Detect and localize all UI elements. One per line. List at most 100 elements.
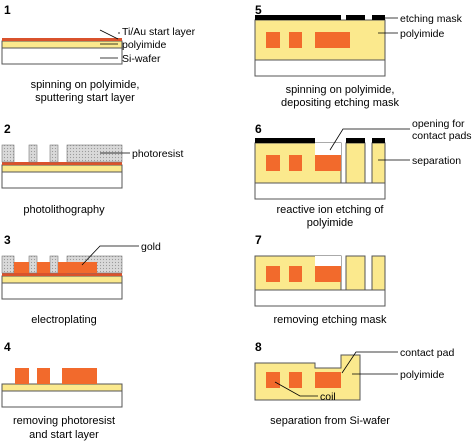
si-wafer-layer: [254, 182, 386, 200]
polyimide-layer: [1, 383, 123, 392]
step-5-caption-line-1: spinning on polyimide,: [286, 84, 395, 96]
polyimide-separation-block: [371, 142, 386, 184]
gold-deposit: [37, 262, 50, 273]
polyimide-separation-block: [371, 255, 386, 291]
polyimide-layer: [254, 354, 361, 401]
step-6-caption-line-2: polyimide: [307, 217, 353, 229]
step-1-caption-line-1: spinning on polyimide,: [31, 79, 140, 91]
step-7-number: 7: [255, 233, 262, 247]
si-wafer-layer: [1, 171, 123, 189]
si-wafer-layer: [1, 390, 123, 408]
photoresist-block: [49, 255, 59, 274]
etching-mask: [372, 138, 385, 143]
coil-conductor: [15, 368, 29, 384]
contact-pad-metal: [315, 32, 350, 48]
start-layer: [2, 38, 122, 41]
contact-pad-metal: [315, 372, 341, 388]
label-contact-pad: contact pad: [400, 347, 454, 359]
step-2: 2 photoresist photolithography: [1, 122, 183, 216]
step-8-caption: separation from Si-wafer: [270, 415, 390, 427]
photoresist-block: [49, 144, 59, 163]
etching-mask: [346, 15, 365, 20]
step-7: 7 removing etching mask: [254, 233, 387, 326]
photoresist-block: [1, 144, 15, 163]
si-wafer-layer: [1, 47, 123, 65]
coil-conductor: [289, 266, 302, 282]
coil-conductor: [37, 368, 50, 384]
etching-mask: [372, 15, 385, 20]
leader-coil: [274, 381, 318, 397]
label-si-wafer: Si-wafer: [122, 53, 161, 65]
start-layer: [2, 273, 122, 276]
label-separation: separation: [412, 155, 461, 167]
label-coil: coil: [320, 391, 336, 403]
step-1: 1 Ti/Au start layer polyimide Si-wafer s…: [1, 3, 196, 104]
coil-conductor: [266, 372, 280, 388]
gold-deposit: [67, 262, 97, 273]
etching-mask: [346, 138, 365, 143]
leader-start-layer: [99, 29, 119, 40]
polyimide-layer: [345, 142, 366, 184]
coil-conductor: [289, 32, 302, 48]
photoresist-block: [28, 255, 38, 274]
label-opening-line-1: opening for: [412, 118, 465, 130]
label-start-layer: Ti/Au start layer: [122, 26, 196, 38]
label-etching-mask: etching mask: [400, 13, 463, 25]
contact-pad-metal: [315, 266, 341, 282]
polyimide-layer: [1, 40, 123, 49]
label-gold: gold: [141, 241, 161, 253]
etching-mask: [255, 15, 341, 20]
label-polyimide: polyimide: [400, 28, 445, 40]
photoresist-block: [1, 255, 15, 274]
step-5-caption-line-2: depositing etching mask: [281, 97, 400, 109]
label-polyimide: polyimide: [122, 39, 167, 51]
coil-conductor: [266, 32, 280, 48]
step-8: 8 contact pad polyimide coil separation …: [254, 340, 454, 427]
contact-pad-metal: [315, 155, 341, 171]
pad-opening: [315, 256, 341, 266]
photoresist-block: [66, 144, 123, 163]
coil-conductor: [266, 266, 280, 282]
si-wafer-layer: [254, 59, 386, 77]
step-3-caption: electroplating: [31, 314, 96, 326]
label-opening-line-2: contact pads: [412, 130, 472, 142]
polyimide-layer: [345, 255, 366, 291]
si-wafer-layer: [1, 282, 123, 300]
step-8-number: 8: [255, 340, 262, 354]
step-6-caption-line-1: reactive ion etching of: [276, 204, 384, 216]
polyimide-layer: [1, 164, 123, 173]
leader-opening: [329, 128, 410, 151]
leader-contact-pad: [341, 351, 398, 374]
etching-mask: [255, 138, 315, 143]
step-6: 6 opening for contact pads separation re…: [254, 118, 472, 229]
step-5: 5 etching mask polyimide spinning on pol…: [254, 3, 463, 109]
step-1-number: 1: [4, 3, 11, 17]
contact-pad-metal: [62, 368, 97, 384]
leader-gold: [81, 245, 139, 266]
step-4-number: 4: [4, 340, 11, 354]
pad-opening: [315, 143, 341, 155]
label-polyimide: polyimide: [400, 369, 445, 381]
gold-deposit: [58, 262, 67, 273]
coil-conductor: [289, 155, 302, 171]
step-3-number: 3: [4, 233, 11, 247]
step-3: 3 gold electroplating: [1, 233, 161, 326]
label-photoresist: photoresist: [132, 148, 183, 160]
step-4-caption-line-2: and start layer: [29, 429, 99, 441]
coil-conductor: [266, 155, 280, 171]
step-4: 4 removing photoresist and start layer: [1, 340, 123, 441]
photoresist-block: [28, 144, 38, 163]
step-6-number: 6: [255, 122, 262, 136]
start-layer: [2, 162, 122, 165]
polyimide-layer: [1, 275, 123, 284]
coil-conductor: [289, 372, 302, 388]
step-5-number: 5: [255, 3, 262, 17]
step-4-caption-line-1: removing photoresist: [13, 415, 115, 427]
step-2-number: 2: [4, 122, 11, 136]
gold-deposit: [14, 262, 29, 273]
si-wafer-layer: [254, 289, 386, 307]
step-2-caption: photolithography: [23, 204, 105, 216]
step-7-caption: removing etching mask: [273, 314, 387, 326]
step-1-caption-line-2: sputtering start layer: [35, 92, 135, 104]
